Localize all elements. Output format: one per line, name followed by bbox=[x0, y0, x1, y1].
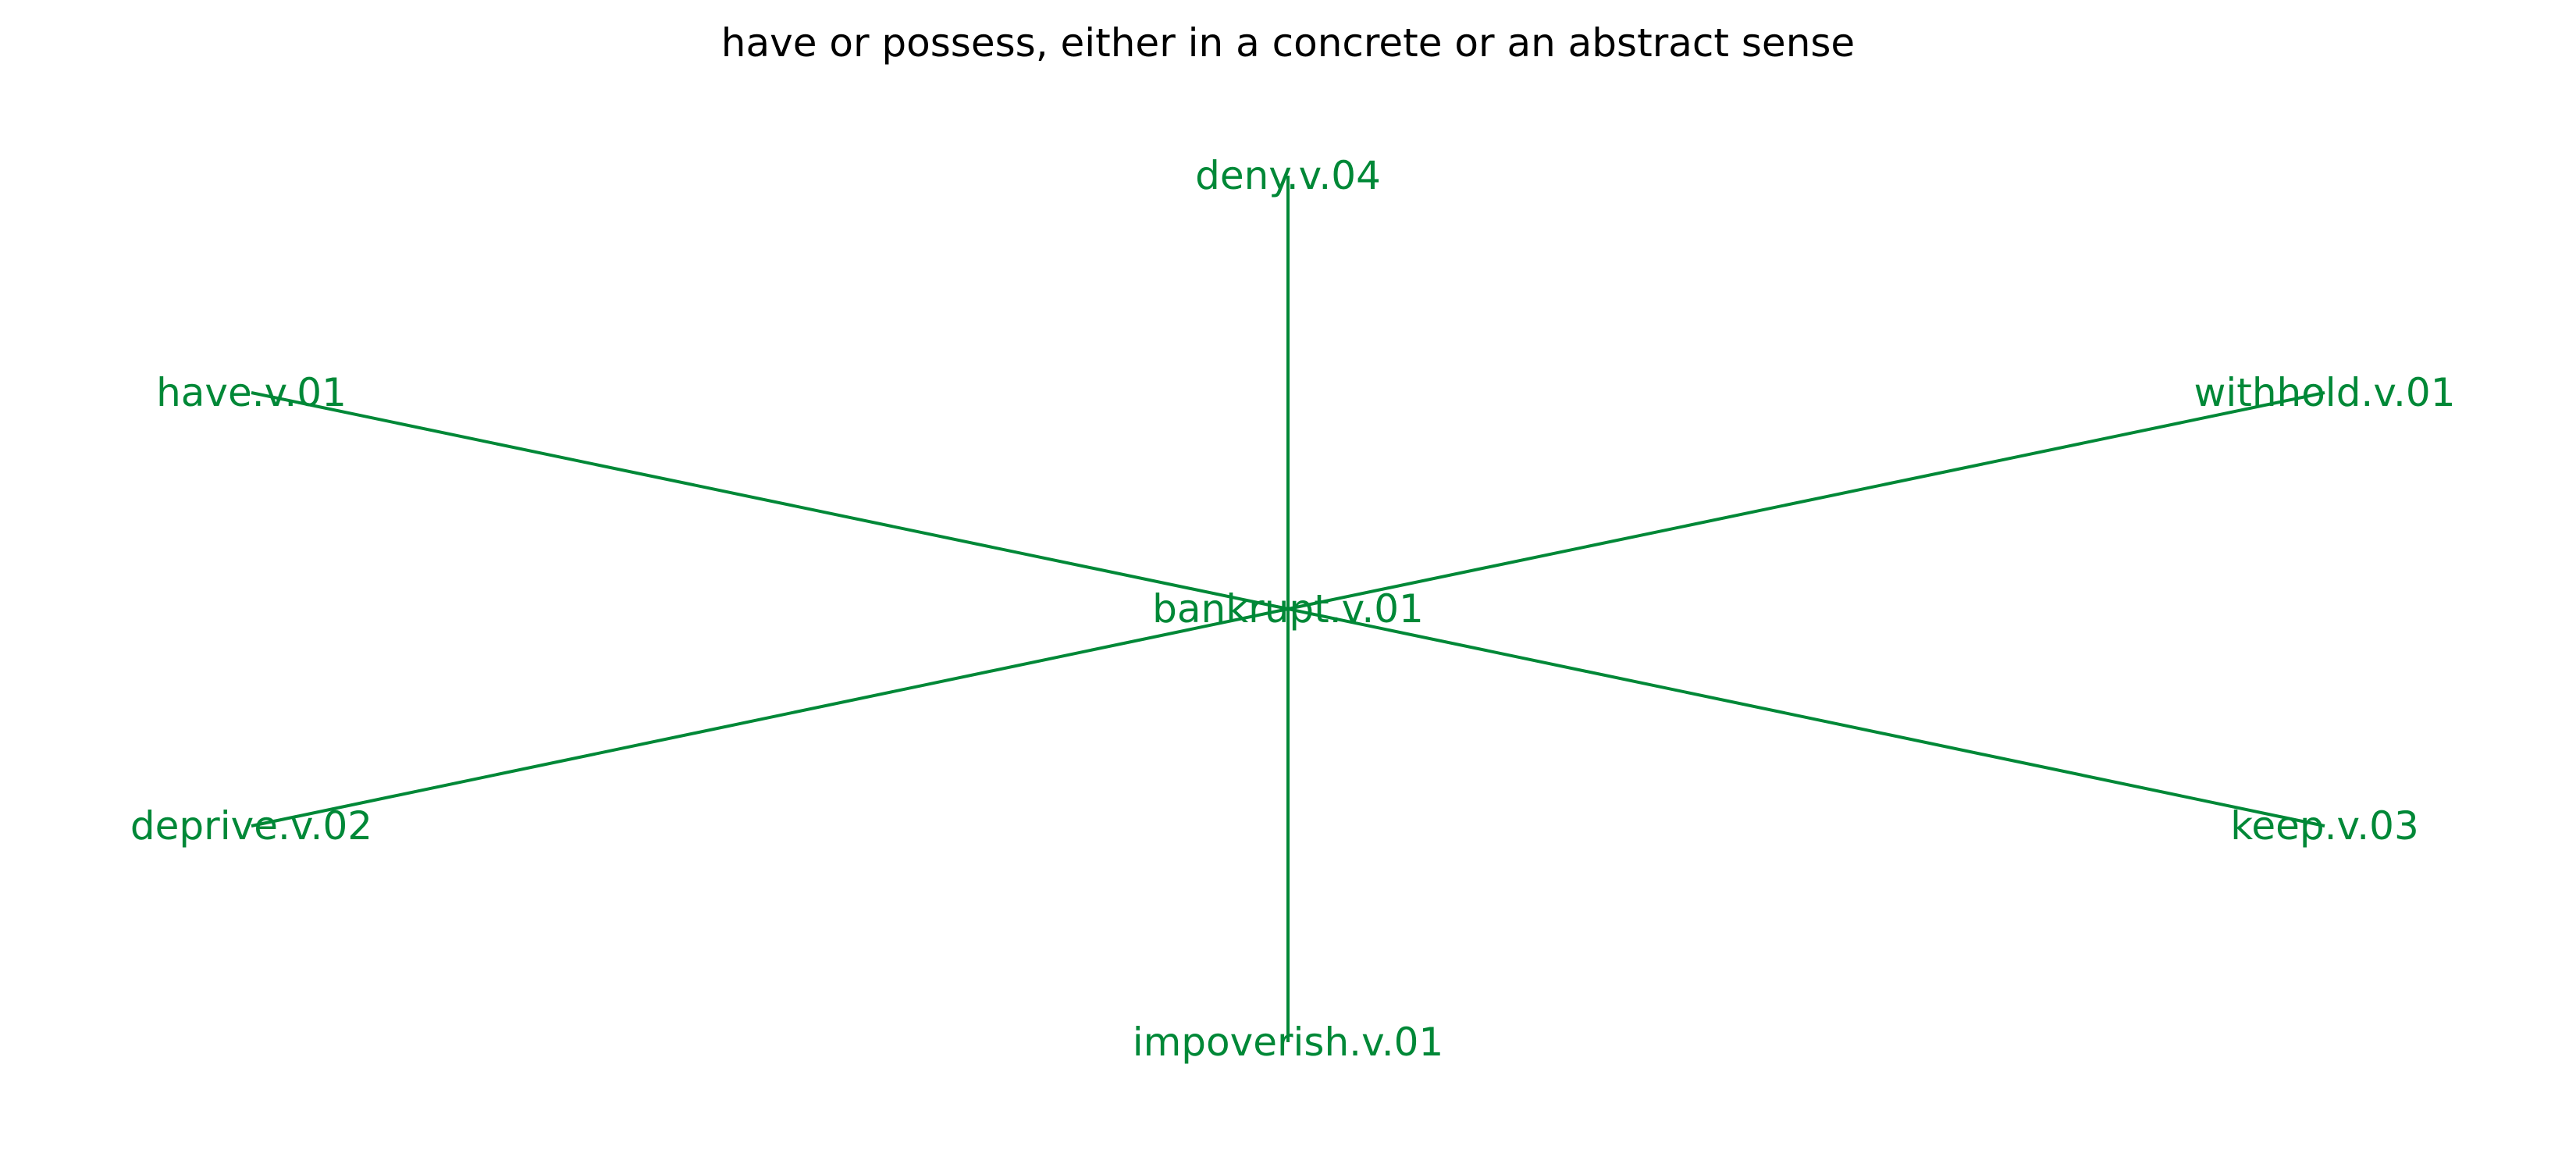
node-label-deny: deny.v.04 bbox=[1195, 153, 1381, 198]
node-label-deprive: deprive.v.02 bbox=[130, 803, 372, 849]
diagram-title: have or possess, either in a concrete or… bbox=[721, 20, 1855, 66]
edge-center-withhold bbox=[1287, 391, 2325, 610]
node-layer: bankrupt.v.01 deny.v.04 have.v.01 withhold.… bbox=[130, 153, 2456, 1065]
node-label-impoverish: impoverish.v.01 bbox=[1133, 1020, 1444, 1065]
node-label-withhold: withhold.v.01 bbox=[2194, 370, 2455, 415]
edge-layer bbox=[251, 176, 2325, 1042]
node-label-keep: keep.v.03 bbox=[2230, 803, 2419, 849]
node-label-have: have.v.01 bbox=[156, 370, 347, 415]
edge-center-deprive bbox=[251, 607, 1289, 828]
edge-center-have bbox=[251, 391, 1289, 610]
node-label-center: bankrupt.v.01 bbox=[1152, 586, 1424, 632]
edge-center-keep bbox=[1287, 607, 2325, 828]
